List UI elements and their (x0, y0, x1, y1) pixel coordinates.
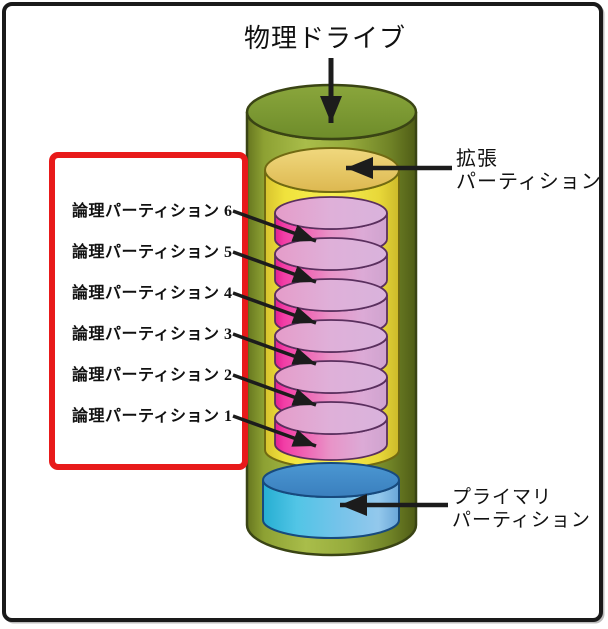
red-highlight-box (49, 152, 248, 470)
primary-partition-label-line2: パーティション (452, 510, 591, 531)
logical-disk-6-top (274, 196, 388, 230)
logical-disk-5-top (274, 237, 388, 271)
primary-partition-label: プライマリ パーティション (452, 486, 591, 531)
logical-partition-disks (274, 196, 388, 461)
logical-partition-3-arrow (232, 332, 317, 366)
logical-partition-labels: 論理パーティション 6 論理パーティション 5 論理パーティション 4 論理パー… (72, 201, 233, 425)
logical-partition-2-label: 論理パーティション 2 (72, 365, 233, 384)
logical-partition-2-arrow (232, 373, 317, 407)
logical-partition-4-label: 論理パーティション 4 (72, 283, 233, 302)
primary-partition-label-line1: プライマリ (452, 486, 552, 508)
physical-drive-title: 物理ドライブ (244, 24, 406, 53)
extended-partition-label: 拡張 パーティション (456, 147, 602, 193)
logical-partition-3-label: 論理パーティション 3 (72, 324, 233, 343)
logical-disk-1-top (274, 401, 388, 435)
logical-disk-3-top (274, 319, 388, 353)
logical-partition-1-label: 論理パーティション 1 (72, 406, 233, 425)
logical-partition-5-label: 論理パーティション 5 (72, 242, 233, 261)
primary-partition-disk (262, 462, 400, 539)
primary-partition-top (262, 462, 400, 498)
logical-partition-6-arrow (232, 209, 317, 243)
arrows (232, 58, 452, 516)
logical-partition-5-arrow (232, 250, 317, 284)
extended-partition-label-line1: 拡張 (456, 147, 498, 170)
logical-disk-2-top (274, 360, 388, 394)
logical-partition-1-arrow (232, 414, 317, 448)
logical-disk-1 (274, 401, 388, 461)
logical-partition-6-label: 論理パーティション 6 (72, 201, 233, 220)
logical-disk-4-top (274, 278, 388, 312)
logical-partition-4-arrow (232, 291, 317, 325)
extended-partition-label-line2: パーティション (456, 171, 602, 193)
